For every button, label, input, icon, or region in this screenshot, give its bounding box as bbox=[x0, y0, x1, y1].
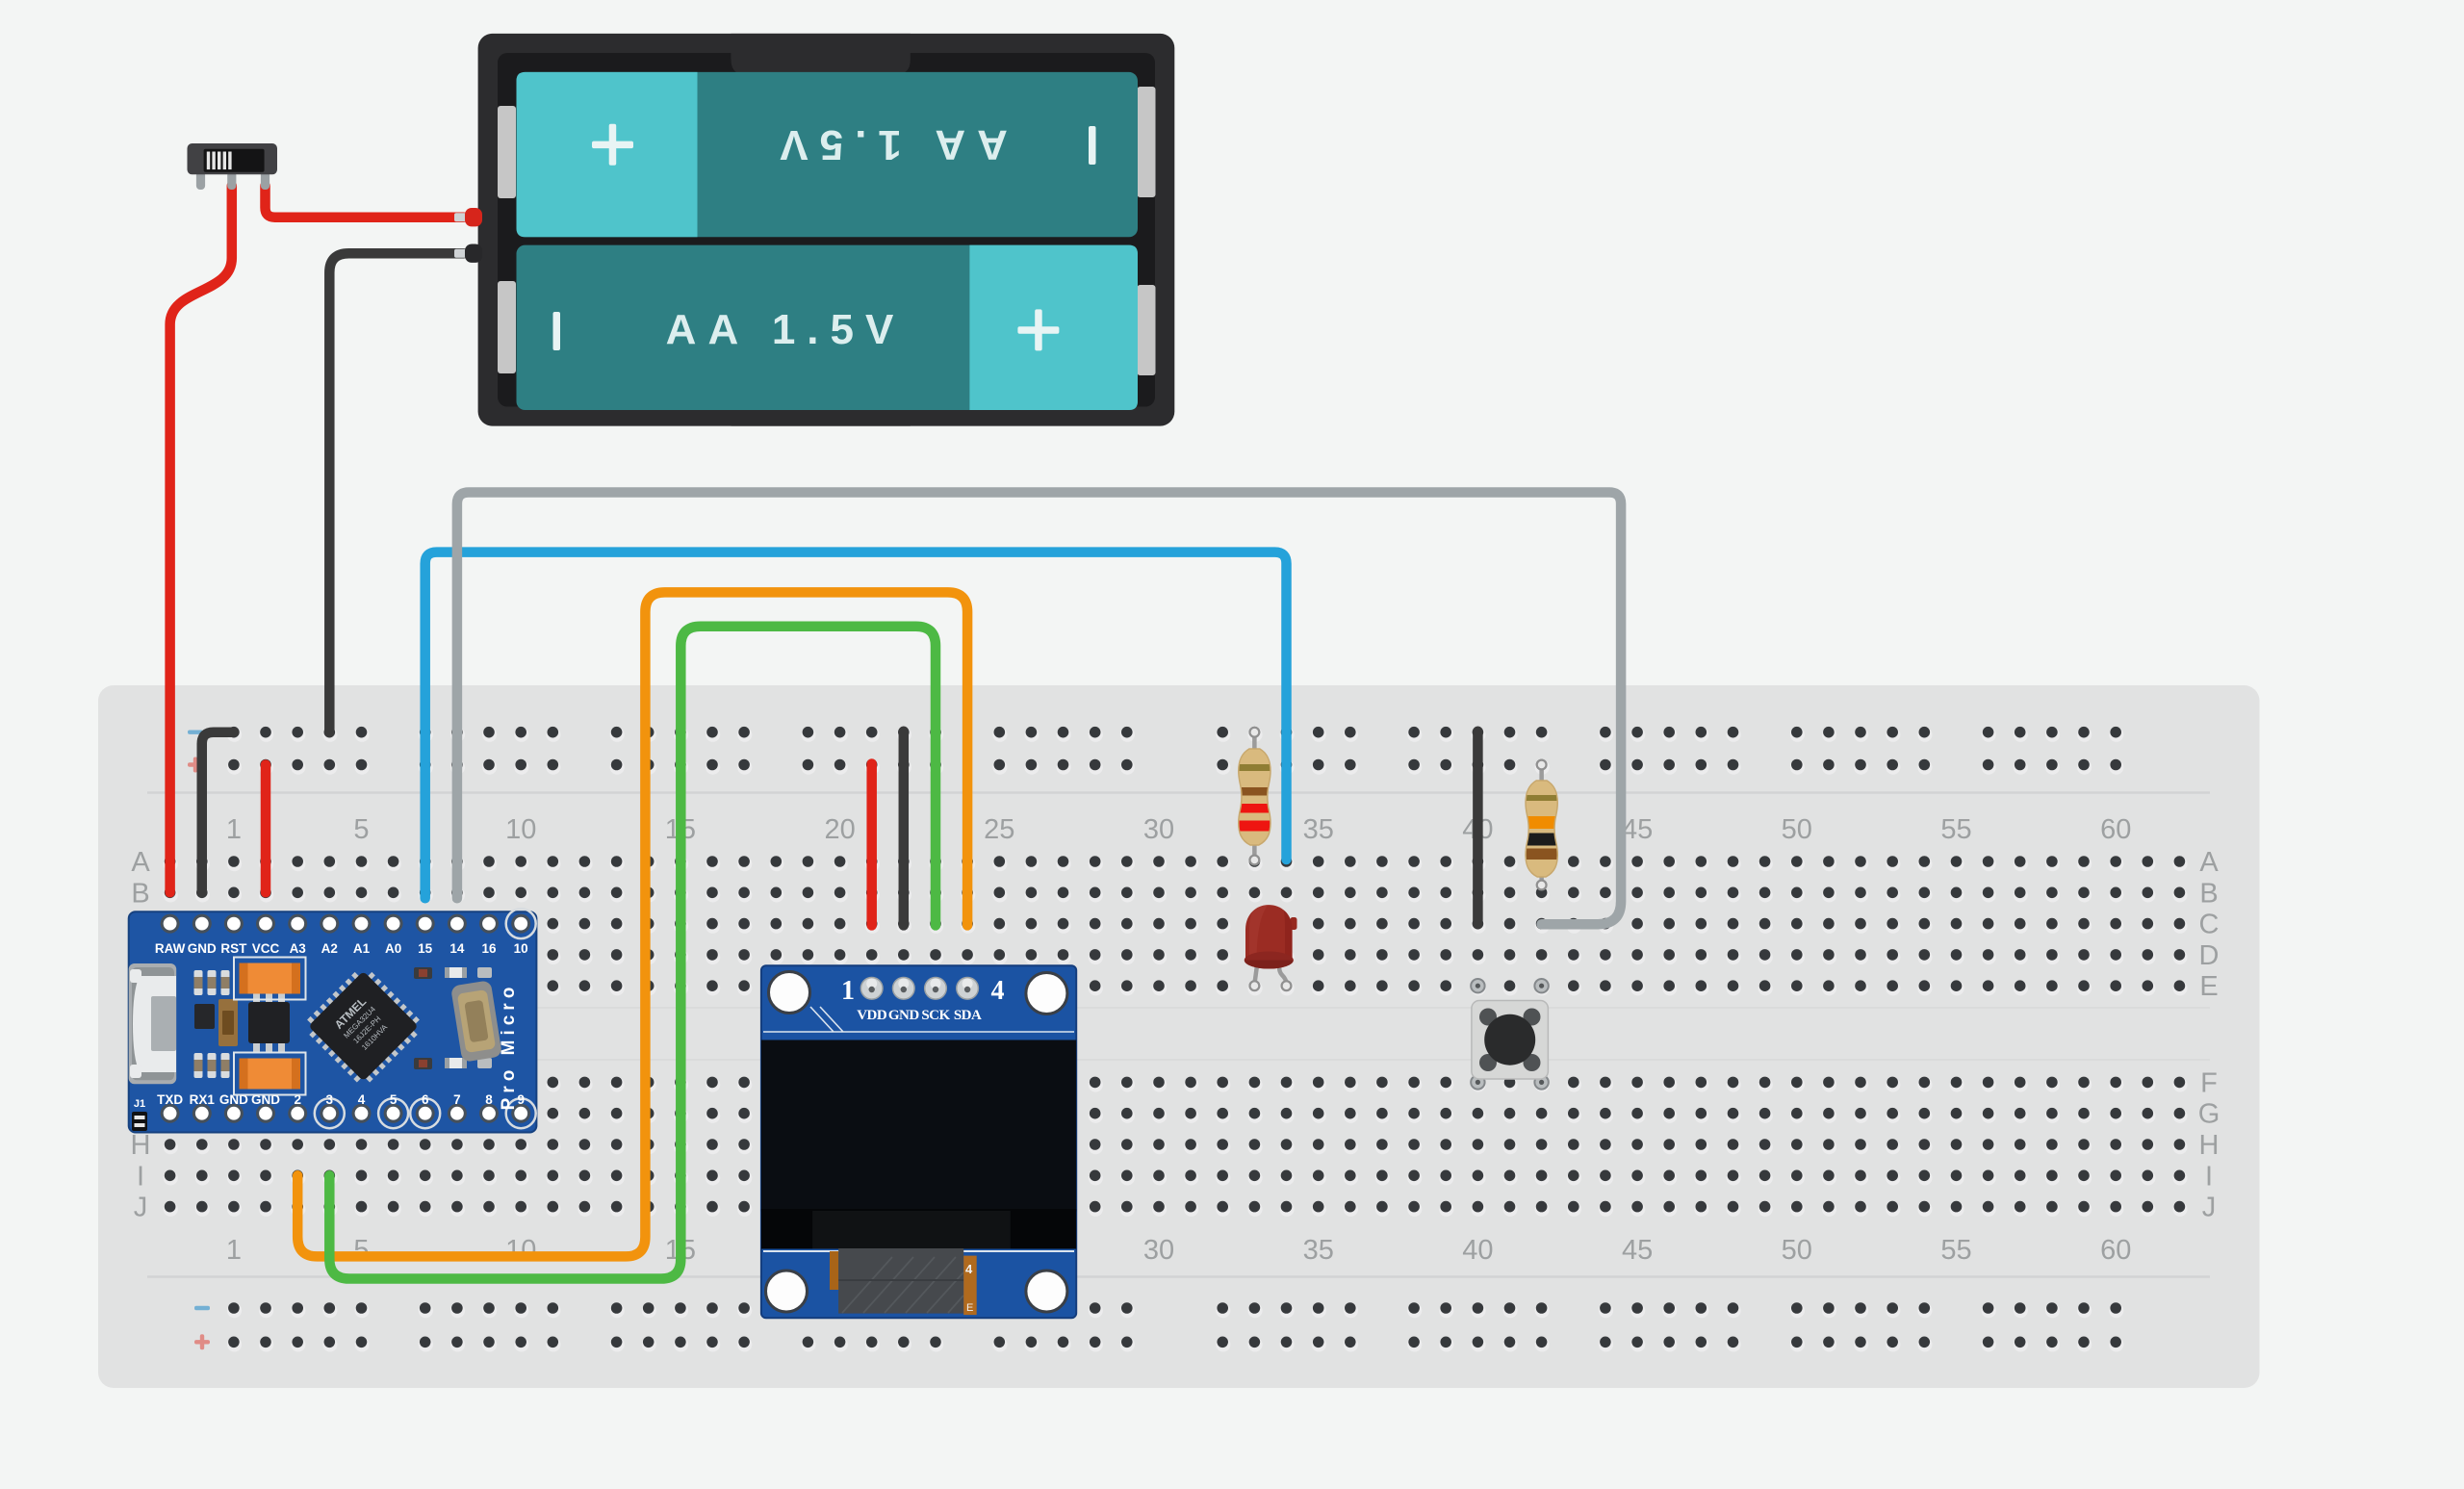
svg-text:A1: A1 bbox=[353, 941, 371, 956]
svg-text:GND: GND bbox=[251, 1092, 280, 1107]
svg-text:30: 30 bbox=[1143, 1235, 1174, 1266]
svg-text:J: J bbox=[134, 1193, 148, 1223]
svg-text:7: 7 bbox=[453, 1092, 461, 1107]
svg-text:55: 55 bbox=[1940, 1235, 1971, 1266]
svg-text:AA 1.5V: AA 1.5V bbox=[768, 121, 1008, 168]
svg-text:30: 30 bbox=[1143, 814, 1174, 845]
svg-text:9: 9 bbox=[517, 1092, 525, 1107]
svg-text:RX1: RX1 bbox=[190, 1092, 216, 1107]
svg-text:25: 25 bbox=[984, 814, 1014, 845]
svg-text:I: I bbox=[137, 1161, 144, 1192]
svg-text:RST: RST bbox=[220, 941, 247, 956]
svg-text:SCK: SCK bbox=[921, 1008, 950, 1023]
svg-text:1: 1 bbox=[841, 976, 855, 1006]
svg-text:AA 1.5V: AA 1.5V bbox=[666, 306, 906, 353]
svg-text:5: 5 bbox=[353, 814, 369, 845]
svg-text:GND: GND bbox=[888, 1008, 920, 1023]
svg-text:10: 10 bbox=[505, 814, 536, 845]
svg-text:TXD: TXD bbox=[157, 1092, 183, 1107]
svg-text:B: B bbox=[131, 878, 149, 909]
svg-text:D: D bbox=[2199, 940, 2220, 971]
svg-text:4: 4 bbox=[965, 1262, 973, 1276]
svg-text:VDD: VDD bbox=[857, 1008, 887, 1023]
svg-text:B: B bbox=[2199, 878, 2218, 909]
svg-text:J1: J1 bbox=[134, 1098, 145, 1110]
svg-text:15: 15 bbox=[418, 941, 433, 956]
svg-text:4: 4 bbox=[991, 976, 1005, 1006]
svg-text:RAW: RAW bbox=[155, 941, 186, 956]
svg-text:14: 14 bbox=[449, 941, 465, 956]
svg-text:60: 60 bbox=[2100, 1235, 2131, 1266]
svg-text:F: F bbox=[2200, 1067, 2218, 1098]
svg-text:A2: A2 bbox=[321, 941, 338, 956]
svg-text:35: 35 bbox=[1303, 814, 1334, 845]
svg-text:C: C bbox=[2199, 910, 2220, 940]
svg-text:VCC: VCC bbox=[252, 941, 280, 956]
svg-text:60: 60 bbox=[2100, 814, 2131, 845]
svg-text:A: A bbox=[131, 847, 150, 878]
svg-text:A: A bbox=[2199, 847, 2219, 878]
svg-text:H: H bbox=[131, 1130, 151, 1161]
svg-text:45: 45 bbox=[1622, 814, 1653, 845]
svg-text:E: E bbox=[2199, 971, 2218, 1002]
svg-text:I: I bbox=[2205, 1161, 2213, 1192]
svg-text:6: 6 bbox=[422, 1092, 429, 1107]
svg-text:A0: A0 bbox=[385, 941, 401, 956]
svg-text:E: E bbox=[966, 1302, 973, 1314]
svg-text:H: H bbox=[2199, 1130, 2220, 1161]
svg-text:50: 50 bbox=[1782, 1235, 1812, 1266]
svg-text:55: 55 bbox=[1940, 814, 1971, 845]
svg-text:SDA: SDA bbox=[954, 1008, 982, 1023]
svg-text:20: 20 bbox=[824, 814, 855, 845]
svg-text:35: 35 bbox=[1303, 1235, 1334, 1266]
svg-text:45: 45 bbox=[1622, 1235, 1653, 1266]
svg-text:10: 10 bbox=[514, 941, 528, 956]
svg-text:GND: GND bbox=[188, 941, 217, 956]
svg-text:2: 2 bbox=[294, 1092, 301, 1107]
svg-text:J: J bbox=[2202, 1193, 2217, 1223]
svg-text:Pro Micro: Pro Micro bbox=[499, 983, 519, 1111]
svg-text:8: 8 bbox=[485, 1092, 493, 1107]
svg-text:16: 16 bbox=[481, 941, 497, 956]
svg-text:G: G bbox=[2198, 1099, 2220, 1130]
svg-text:3: 3 bbox=[326, 1092, 334, 1107]
svg-text:40: 40 bbox=[1462, 1235, 1493, 1266]
svg-text:1: 1 bbox=[226, 1235, 242, 1266]
svg-text:GND: GND bbox=[219, 1092, 248, 1107]
svg-text:4: 4 bbox=[358, 1092, 366, 1107]
svg-text:1: 1 bbox=[226, 814, 242, 845]
svg-text:50: 50 bbox=[1782, 814, 1812, 845]
svg-text:A3: A3 bbox=[290, 941, 307, 956]
svg-text:5: 5 bbox=[390, 1092, 398, 1107]
